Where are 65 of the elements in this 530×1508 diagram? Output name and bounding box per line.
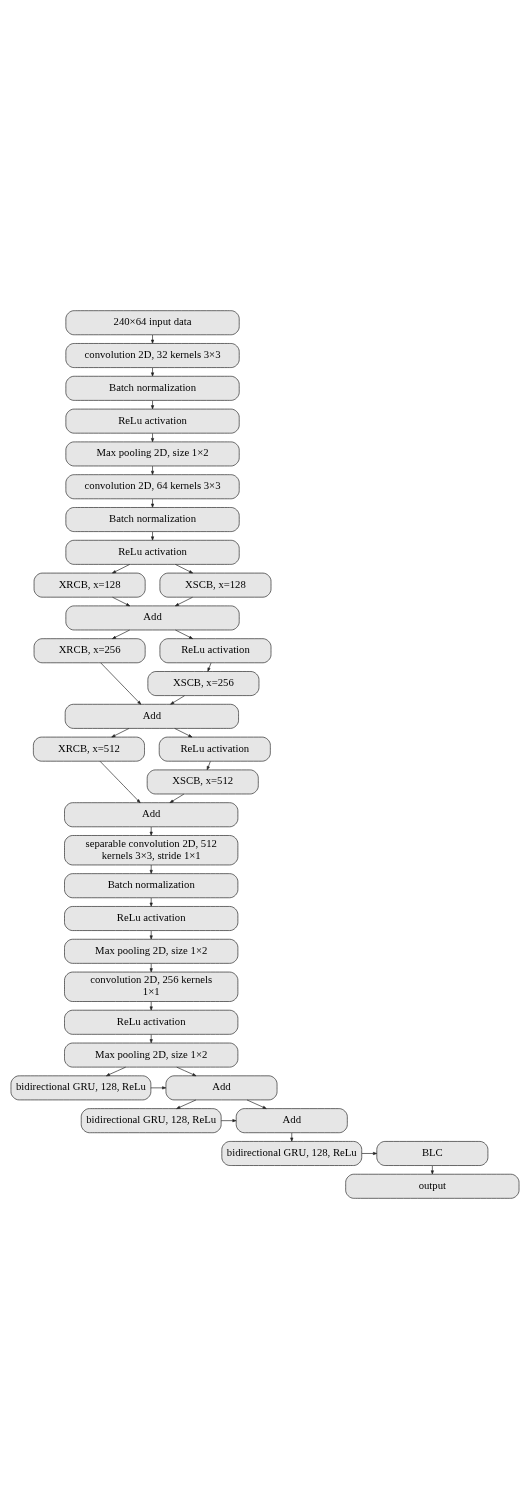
node-box: convolution 2D, 32 kernels 3×3 [65,342,240,368]
arrow [99,760,141,803]
node-box: separable convolution 2D, 512 kernels 3×3, stride 1×1 [64,834,239,865]
arrow [176,1066,197,1076]
node-box: bidirectional GRU, 128, ReLu [10,1075,152,1100]
arrow [430,1164,434,1174]
node-box: Add [165,1075,278,1100]
arrow [174,596,193,606]
node-box: convolution 2D, 256 kernels 1×1 [64,971,239,1002]
node-box: convolution 2D, 64 kernels 3×3 [65,473,240,499]
arrow [111,727,130,737]
node-box: ReLu activation [65,408,240,433]
arrow [149,962,153,972]
node-box: XSCB, x=256 [147,670,260,696]
node-box: XSCB, x=512 [146,769,259,794]
arrow [150,1085,167,1089]
node-box: XSCB, x=128 [159,572,272,598]
arrow [361,1151,377,1155]
arrow [290,1132,294,1142]
arrow [151,399,155,409]
node-box: ReLu activation [158,736,271,762]
arrow [175,629,194,639]
arrow [106,1066,126,1076]
arrow [149,929,153,939]
arrow [151,334,155,344]
node-box: BLC [376,1140,489,1166]
arrow [169,793,185,803]
arrow [112,629,130,639]
arrow [151,465,155,475]
node-box: XRCB, x=512 [33,736,145,762]
arrow [151,530,155,540]
arrow [112,596,131,606]
arrow [207,662,212,672]
arrow [151,498,155,508]
arrow [112,563,130,573]
node-box: Max pooling 2D, size 1×2 [64,938,239,964]
node-box: Batch normalization [65,375,240,401]
node-box: Add [64,703,239,729]
arrow [206,760,211,770]
node-box: Max pooling 2D, size 1×2 [65,441,240,466]
node-box: ReLu activation [64,1009,239,1035]
arrow [220,1118,237,1122]
node-box: bidirectional GRU, 128, ReLu [221,1140,363,1166]
node-box: Batch normalization [64,872,239,898]
arrow [170,694,185,705]
arrow [175,563,194,573]
node-box: ReLu activation [65,539,240,565]
arrow [149,897,153,907]
node-box: ReLu activation [64,905,239,931]
node-box: Max pooling 2D, size 1×2 [64,1042,239,1067]
node-box: 240×64 input data [65,309,240,335]
arrow [149,1033,153,1043]
node-box: XRCB, x=128 [33,572,146,598]
arrow [100,662,142,705]
node-box: Batch normalization [65,506,240,532]
arrow [176,1099,197,1109]
node-box: output [345,1173,520,1199]
node-box: Add [65,605,240,630]
arrow [174,727,193,737]
arrow [246,1099,267,1109]
arrow [151,366,155,376]
arrow [149,1000,153,1010]
arrow [151,432,155,442]
arrow [149,826,153,836]
arrow [149,864,153,874]
